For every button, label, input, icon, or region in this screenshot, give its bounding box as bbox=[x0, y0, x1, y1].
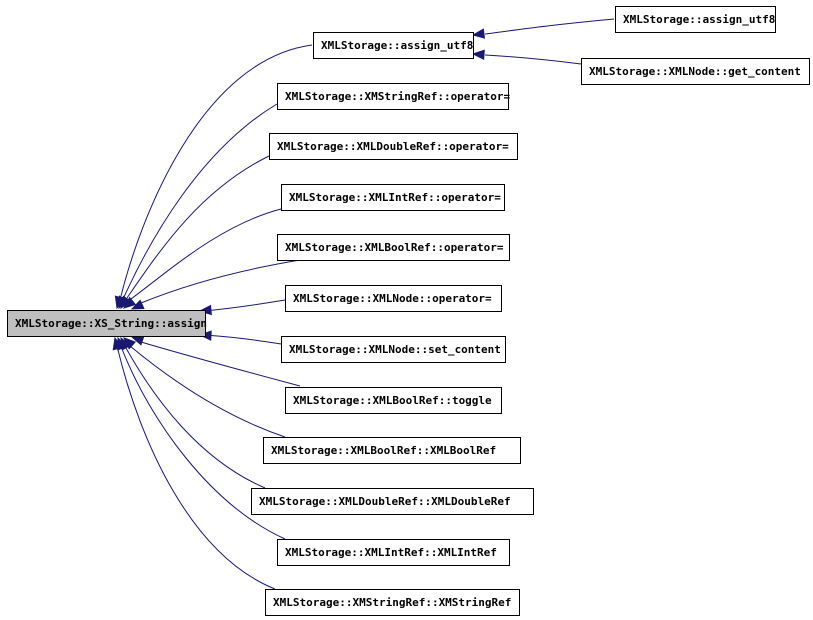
edge-xmlboolref_toggle-to-xs_string_assign bbox=[140, 341, 301, 387]
node-box-xmlnode_set_content[interactable] bbox=[281, 336, 506, 363]
node-label-xmlboolref_ctor: XMLStorage::XMLBoolRef::XMLBoolRef bbox=[271, 444, 496, 457]
node-box-assign_utf8_right[interactable] bbox=[615, 6, 776, 33]
arrowhead-xmlintref_operator_eq bbox=[122, 296, 137, 309]
node-box-assign_utf8_mid[interactable] bbox=[313, 32, 474, 59]
node-xmlboolref_ctor[interactable]: XMLStorage::XMLBoolRef::XMLBoolRef bbox=[263, 437, 521, 464]
edge-xmlintref_operator_eq-to-xs_string_assign bbox=[130, 208, 282, 300]
node-xs_string_assign[interactable]: XMLStorage::XS_String::assign bbox=[7, 310, 208, 337]
edge-xmldoubleref_operator_eq-to-xs_string_assign bbox=[126, 155, 270, 299]
node-box-xmlnode_get_content[interactable] bbox=[581, 58, 810, 85]
arrowhead-xmlstringref_ctor bbox=[112, 336, 123, 351]
node-xmlintref_operator_eq[interactable]: XMLStorage::XMLIntRef::operator= bbox=[281, 184, 505, 211]
edge-xmlstringref_operator_eq-to-xs_string_assign bbox=[123, 103, 278, 298]
node-box-xmlboolref_operator_eq[interactable] bbox=[277, 234, 510, 261]
arrowhead-xmlnode_get_content bbox=[471, 49, 485, 60]
edge-xmlnode_operator_eq-to-xs_string_assign bbox=[203, 299, 286, 312]
edge-xmlboolref_ctor-to-xs_string_assign bbox=[129, 345, 286, 438]
edge-xmldoubleref_ctor-to-xs_string_assign bbox=[125, 347, 266, 489]
node-box-xmlintref_ctor[interactable] bbox=[277, 539, 510, 566]
node-xmlboolref_operator_eq[interactable]: XMLStorage::XMLBoolRef::operator= bbox=[277, 234, 510, 261]
node-xmlstringref_operator_eq[interactable]: XMLStorage::XMStringRef::operator= bbox=[277, 83, 511, 110]
edge-xmlboolref_operator_eq-to-xs_string_assign bbox=[140, 259, 301, 304]
node-box-xmlboolref_ctor[interactable] bbox=[263, 437, 521, 464]
node-xmlstringref_ctor[interactable]: XMLStorage::XMStringRef::XMStringRef bbox=[265, 589, 520, 616]
node-xmldoubleref_operator_eq[interactable]: XMLStorage::XMLDoubleRef::operator= bbox=[269, 133, 518, 160]
node-label-xmlboolref_operator_eq: XMLStorage::XMLBoolRef::operator= bbox=[285, 241, 504, 254]
node-assign_utf8_mid[interactable]: XMLStorage::assign_utf8 bbox=[313, 32, 474, 59]
node-box-xmldoubleref_ctor[interactable] bbox=[251, 488, 534, 515]
node-label-xmlintref_operator_eq: XMLStorage::XMLIntRef::operator= bbox=[289, 191, 501, 204]
node-box-xs_string_assign[interactable] bbox=[7, 310, 206, 337]
node-box-xmlstringref_operator_eq[interactable] bbox=[277, 83, 509, 110]
node-label-xmlstringref_operator_eq: XMLStorage::XMStringRef::operator= bbox=[285, 90, 511, 103]
node-label-xmlnode_get_content: XMLStorage::XMLNode::get_content bbox=[589, 65, 801, 78]
edge-xmlstringref_ctor-to-xs_string_assign bbox=[117, 349, 276, 590]
node-label-assign_utf8_right: XMLStorage::assign_utf8 bbox=[623, 13, 775, 26]
node-box-xmlintref_operator_eq[interactable] bbox=[281, 184, 505, 211]
node-label-xmldoubleref_operator_eq: XMLStorage::XMLDoubleRef::operator= bbox=[277, 140, 509, 153]
node-xmlintref_ctor[interactable]: XMLStorage::XMLIntRef::XMLIntRef bbox=[277, 539, 510, 566]
arrowhead-assign_utf8_right bbox=[471, 28, 486, 39]
edge-xmlintref_ctor-to-xs_string_assign bbox=[121, 348, 286, 540]
node-box-xmlboolref_toggle[interactable] bbox=[285, 387, 502, 414]
nodes-layer: XMLStorage::XS_String::assignXMLStorage:… bbox=[7, 6, 810, 616]
node-label-xmlnode_set_content: XMLStorage::XMLNode::set_content bbox=[289, 343, 501, 356]
node-xmlnode_operator_eq[interactable]: XMLStorage::XMLNode::operator= bbox=[285, 285, 502, 312]
node-label-xmlintref_ctor: XMLStorage::XMLIntRef::XMLIntRef bbox=[285, 546, 497, 559]
node-label-xmldoubleref_ctor: XMLStorage::XMLDoubleRef::XMLDoubleRef bbox=[259, 495, 511, 508]
edge-xmlnode_get_content-to-assign_utf8_mid bbox=[484, 54, 582, 65]
node-label-assign_utf8_mid: XMLStorage::assign_utf8 bbox=[321, 39, 473, 52]
node-xmlnode_set_content[interactable]: XMLStorage::XMLNode::set_content bbox=[281, 336, 506, 363]
edge-assign_utf8_right-to-assign_utf8_mid bbox=[484, 18, 615, 35]
edge-assign_utf8_mid-to-xs_string_assign bbox=[120, 44, 313, 297]
node-label-xs_string_assign: XMLStorage::XS_String::assign bbox=[15, 317, 207, 330]
node-xmlboolref_toggle[interactable]: XMLStorage::XMLBoolRef::toggle bbox=[285, 387, 502, 414]
arrowhead-xmlboolref_operator_eq bbox=[130, 299, 145, 310]
node-label-xmlboolref_toggle: XMLStorage::XMLBoolRef::toggle bbox=[293, 394, 492, 407]
node-box-xmlnode_operator_eq[interactable] bbox=[285, 285, 502, 312]
node-box-xmlstringref_ctor[interactable] bbox=[265, 589, 520, 616]
node-xmlnode_get_content[interactable]: XMLStorage::XMLNode::get_content bbox=[581, 58, 810, 85]
edges-layer bbox=[112, 18, 615, 590]
node-box-xmldoubleref_operator_eq[interactable] bbox=[269, 133, 518, 160]
edge-xmlnode_set_content-to-xs_string_assign bbox=[203, 334, 282, 345]
node-xmldoubleref_ctor[interactable]: XMLStorage::XMLDoubleRef::XMLDoubleRef bbox=[251, 488, 534, 515]
node-label-xmlnode_operator_eq: XMLStorage::XMLNode::operator= bbox=[293, 292, 492, 305]
node-assign_utf8_right[interactable]: XMLStorage::assign_utf8 bbox=[615, 6, 776, 33]
node-label-xmlstringref_ctor: XMLStorage::XMStringRef::XMStringRef bbox=[273, 596, 511, 609]
